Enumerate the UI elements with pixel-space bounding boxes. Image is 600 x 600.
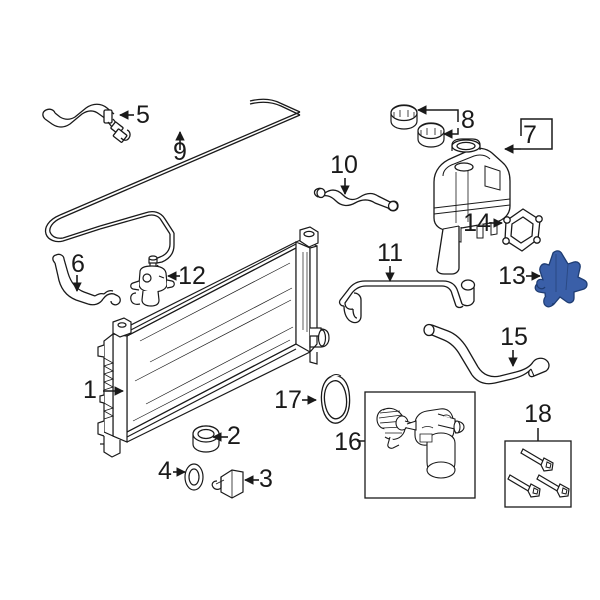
callout-label-1: 1 [83, 376, 97, 404]
part-radiator-seal [320, 374, 351, 424]
callout-label-5: 5 [136, 101, 150, 129]
callout-label-6: 6 [71, 250, 85, 278]
callout-label-15: 15 [500, 323, 528, 351]
callout-label-13: 13 [498, 262, 526, 290]
group-box-bolt-kit [504, 440, 572, 508]
part-lower-radiator-hose [423, 323, 550, 385]
part-short-coolant-hose [52, 253, 121, 306]
callout-label-4: 4 [158, 457, 172, 485]
callout-label-2: 2 [227, 422, 241, 450]
leader-8b [450, 128, 459, 135]
callout-label-16: 16 [334, 428, 362, 456]
part-short-vent-hose [313, 187, 399, 212]
callout-label-7: 7 [523, 121, 537, 149]
leader-7 [520, 118, 553, 150]
callout-leaders [72, 105, 553, 485]
part-radiator-mount-pin [211, 469, 244, 499]
callout-label-12: 12 [178, 262, 206, 290]
part-vent-hose-connector [42, 103, 131, 143]
callout-label-14: 14 [463, 209, 491, 237]
part-coolant-control-valve [130, 255, 175, 307]
part-expansion-tank-cap-2 [417, 122, 445, 148]
callout-label-11: 11 [377, 239, 403, 267]
part-upper-radiator-hose [338, 279, 476, 324]
callout-labels: 1 2 3 4 5 6 7 8 9 10 11 12 13 14 15 16 1… [71, 101, 552, 493]
callout-label-8: 8 [461, 106, 475, 134]
group-box-thermostat-kit [364, 391, 476, 499]
part-radiator [97, 226, 330, 458]
part-coolant-expansion-tank [433, 138, 511, 275]
part-radiator-grommet-lower [184, 463, 204, 491]
callout-label-3: 3 [259, 465, 273, 493]
part-long-vent-tube [44, 98, 301, 268]
callout-label-10: 10 [330, 151, 358, 179]
callout-label-9: 9 [173, 138, 187, 166]
callout-label-18: 18 [524, 400, 552, 428]
part-expansion-tank-cap-1 [390, 104, 418, 130]
leader-8 [425, 109, 459, 122]
callout-label-17: 17 [274, 386, 302, 414]
part-expansion-tank-bracket [502, 208, 543, 252]
part-radiator-grommet-upper [192, 425, 220, 453]
part-coolant-tube-bracket-highlighted[interactable] [534, 250, 588, 308]
